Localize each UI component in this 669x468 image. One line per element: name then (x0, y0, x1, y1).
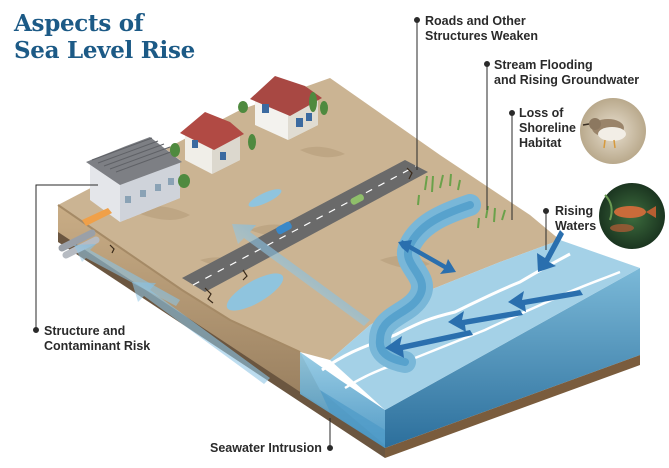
sea-side-soil (385, 355, 640, 458)
sea-side-face (385, 268, 640, 448)
road-centerline (192, 165, 417, 286)
car-icon (350, 194, 365, 205)
bird-photo (580, 98, 646, 164)
contaminant-spill (82, 208, 112, 226)
label-seawater-intrusion: Seawater Intrusion (210, 441, 322, 455)
label-structure-risk: Structure and Contaminant Risk (44, 324, 151, 353)
leader-lines (33, 17, 549, 451)
groundwater-puddle (226, 273, 284, 311)
label-shoreline-habitat: Loss of Shoreline Habitat (519, 106, 576, 150)
title-line-1: Aspects of (14, 10, 144, 37)
label-roads: Roads and Other Structures Weaken (425, 14, 539, 43)
stream-flood-arrows (398, 240, 456, 274)
shoreline-wave-1 (321, 252, 571, 372)
warehouse-icon (86, 137, 182, 222)
tree-icon (170, 92, 328, 188)
hill-edge (57, 204, 301, 353)
sea-front-body (320, 390, 385, 448)
reeds (417, 173, 506, 229)
seawater-intrusion-arrows (74, 224, 370, 384)
stream-core (375, 201, 474, 366)
groundwater-puddle (248, 189, 282, 207)
rising-water-arrows (385, 230, 583, 358)
fish-photo (599, 183, 665, 249)
house-icon (180, 112, 244, 174)
car-icon (276, 221, 292, 235)
diagram-title: Aspects of Sea Level Rise (14, 10, 195, 64)
label-stream-flooding: Stream Flooding and Rising Groundwater (494, 58, 640, 87)
crack-icon (109, 167, 413, 304)
label-rising-waters: Rising Waters (555, 204, 597, 233)
title-line-2: Sea Level Rise (14, 37, 195, 64)
